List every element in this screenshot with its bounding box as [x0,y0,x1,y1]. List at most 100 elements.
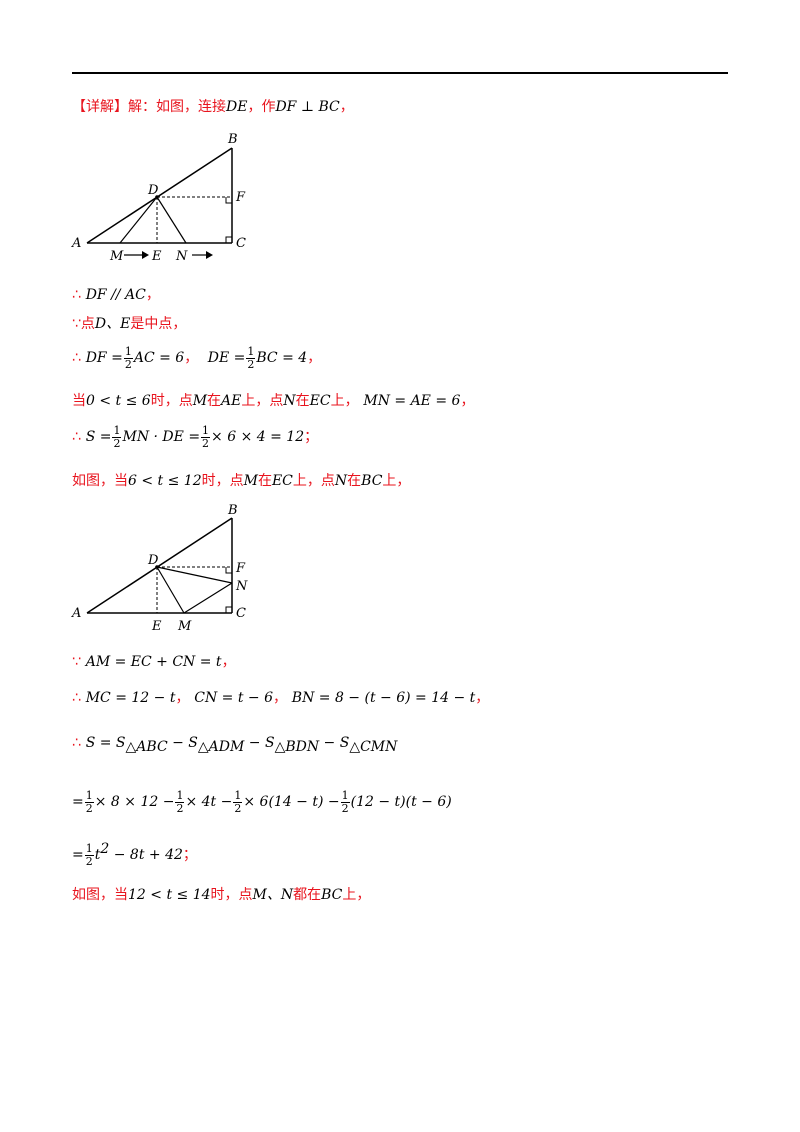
math: − S [167,735,198,751]
math: (12 − t)(t − 6) [350,794,452,810]
punct: ， [273,690,287,706]
text: 上， [330,393,359,409]
label-d: D [147,553,159,568]
math: EC [309,393,331,409]
mc-cn-bn-line: ∴ MC = 12 − t， CN = t − 6， BN = 8 − (t −… [72,687,489,708]
math: M [192,393,208,409]
therefore-symbol: ∴ [72,735,81,751]
math: BC [361,473,383,489]
label-a: A [71,606,81,621]
label-n: N [175,249,188,264]
math: DE = [207,350,246,366]
text: 上， [382,473,411,489]
header-rule [72,72,728,74]
punct: ， [184,350,199,366]
text: 时，点 [150,393,193,409]
label-m: M [177,619,192,634]
text: 在 [295,393,310,409]
math: BC = 4 [256,350,308,366]
intro-text: 【详解】解：如图，连接 [72,99,226,115]
label-a: A [71,236,81,251]
math: − S [319,735,350,751]
label-b: B [227,132,238,147]
therefore-symbol: ∴ [72,287,81,303]
math-d-e: D、E [94,316,131,332]
case2-line: 如图，当6 < t ≤ 12时，点M在EC上，点N在BC上， [72,470,410,491]
math: AM = EC + CN = t [85,654,222,670]
punct: ， [175,690,190,706]
math: MN · DE = [122,429,201,445]
case1-line: 当0 < t ≤ 6时，点M在AE上，点N在EC上， MN = AE = 6， [72,390,474,411]
math: M [243,473,258,489]
case3-line: 如图，当12 < t ≤ 14时，点M、N都在BC上， [72,884,370,905]
math-range: 0 < t ≤ 6 [86,393,151,409]
therefore-symbol: ∴ [72,690,81,706]
text: 上，点 [292,473,335,489]
math: S = [85,429,112,445]
subscript: △ABC [125,739,168,755]
because-symbol: ∵ [72,316,81,332]
math-range: 6 < t ≤ 12 [128,473,202,489]
label-f: F [235,190,246,205]
therefore-symbol: ∴ [72,350,81,366]
text: 是中点， [130,316,187,332]
math: EC [271,473,293,489]
math: t [94,847,101,863]
label-d: D [147,183,159,198]
because-symbol: ∵ [72,654,81,670]
therefore-symbol: ∴ [72,429,81,445]
text: 在 [347,473,362,489]
label-e: E [151,249,162,264]
text: 都在 [293,887,322,903]
math: N [334,473,348,489]
intro-text-2: ，作 [247,99,276,115]
math: × 4t − [185,794,233,810]
math: × 8 × 12 − [94,794,175,810]
figure-2: A B C D F N E M [71,503,248,634]
text: 在 [257,473,272,489]
area-decomposition-line: ∴ S = S△ABC − S△ADM − S△BDN − S△CMN [72,732,397,757]
label-n: N [235,579,248,594]
label-c: C [236,236,246,251]
math: MC = 12 − t [85,690,176,706]
math-df-perp-bc: DF ⊥ BC [275,99,340,115]
punct: ， [307,350,322,366]
math: − S [244,735,275,751]
label-f: F [235,561,246,576]
math-df-parallel-ac: DF // AC [85,287,146,303]
math: S = S [85,735,126,751]
superscript: 2 [100,841,110,857]
text: 如图，当 [72,473,128,489]
punct: ； [182,847,197,863]
solution-intro-line: 【详解】解：如图，连接DE，作DF ⊥ BC， [72,96,354,117]
punct: ， [475,690,490,706]
text: 时，点 [201,473,244,489]
math: CN = t − 6 [194,690,273,706]
math: N [283,393,296,409]
text: 上， [342,887,371,903]
punct: ， [221,654,236,670]
label-b: B [227,503,238,518]
math-de: DE [226,99,248,115]
punct: ； [304,429,319,445]
math: MN = AE = 6 [363,393,461,409]
text: 在 [207,393,222,409]
label-e: E [151,619,162,634]
text: 时，点 [210,887,253,903]
midpoint-line: ∵点D、E是中点， [72,313,186,334]
math: × 6(14 − t) − [243,794,340,810]
math: DF = [85,350,123,366]
label-c: C [236,606,246,621]
text: 点 [80,316,95,332]
math: M、N [252,887,294,903]
